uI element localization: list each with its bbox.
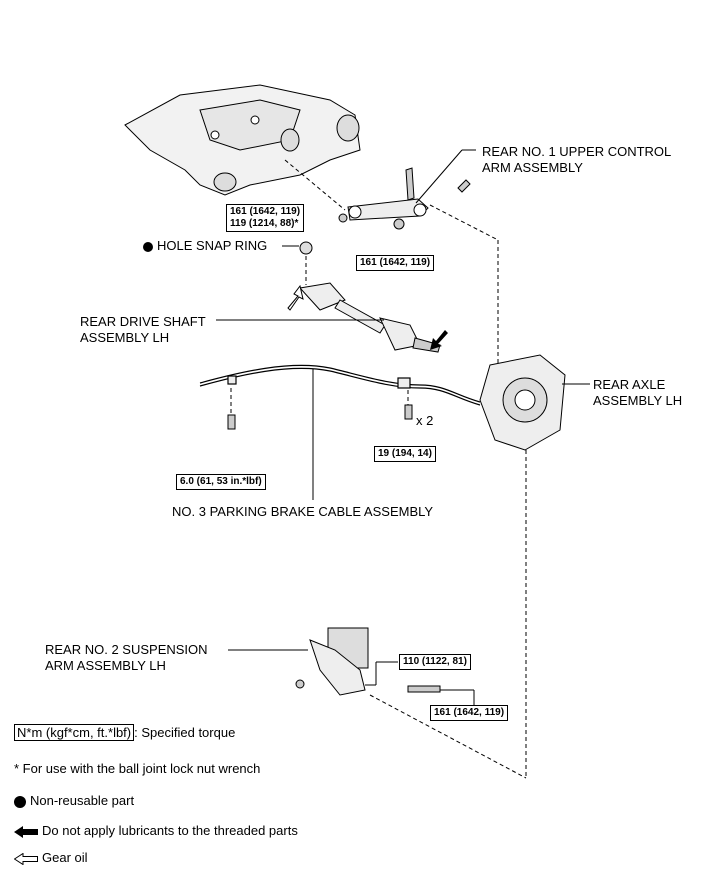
torque-upper-arm-outer: 161 (1642, 119) [356, 255, 435, 271]
legend-no-lubricant: Do not apply lubricants to the threaded … [14, 823, 298, 839]
rear-axle-label: REAR AXLE ASSEMBLY LH [593, 377, 683, 408]
hollow-arrow-icon [14, 852, 38, 865]
legend-asterisk: * For use with the ball joint lock nut w… [14, 761, 261, 776]
legend-gear-oil-text: Gear oil [42, 850, 88, 865]
legend-non-reusable: Non-reusable part [14, 793, 134, 809]
rear-axle-illustration [479, 354, 566, 451]
upper-arm-label: REAR NO. 1 UPPER CONTROL ARM ASSEMBLY [482, 144, 672, 175]
drive-shaft-illustration [299, 282, 441, 353]
rear-subframe-illustration [124, 84, 361, 196]
suspension-arm-illustration [295, 627, 441, 696]
snap-ring-illustration [299, 241, 313, 255]
legend-no-lubricant-text: Do not apply lubricants to the threaded … [42, 823, 298, 838]
dashed-guides [230, 159, 527, 779]
drive-shaft-label: REAR DRIVE SHAFT ASSEMBLY LH [80, 314, 206, 345]
snap-ring-text: HOLE SNAP RING [157, 238, 268, 253]
legend-gear-oil: Gear oil [14, 850, 88, 866]
snap-ring-label: HOLE SNAP RING [143, 238, 267, 254]
legend-torque: N*m (kgf*cm, ft.*lbf): Specified torque [14, 724, 236, 741]
leader-lines [216, 149, 590, 706]
torque-susp-arm-bolt: 161 (1642, 119) [430, 705, 509, 721]
qty-x2-label: x 2 [416, 413, 434, 428]
parking-brake-cable-illustration [199, 364, 481, 406]
legend-torque-unit: N*m (kgf*cm, ft.*lbf) [14, 724, 135, 741]
legend-torque-desc: : Specified torque [134, 725, 236, 740]
torque-cable-clamp: 19 (194, 14) [374, 446, 436, 462]
torque-cable-bolt: 6.0 (61, 53 in.*lbf) [176, 474, 266, 490]
parking-cable-label: NO. 3 PARKING BRAKE CABLE ASSEMBLY [172, 504, 434, 519]
torque-upper-arm-inner: 161 (1642, 119) 119 (1214, 88)* [226, 204, 305, 232]
upper-control-arm-illustration [338, 167, 471, 230]
torque-susp-arm-nut: 110 (1122, 81) [399, 654, 471, 670]
solid-arrow-icon [14, 825, 38, 838]
suspension-arm-label: REAR NO. 2 SUSPENSION ARM ASSEMBLY LH [45, 642, 208, 673]
no-lubricant-arrow-icon [430, 330, 448, 350]
legend-non-reusable-text: Non-reusable part [30, 793, 135, 808]
gear-oil-arrow-icon [287, 284, 304, 311]
bolts-illustration [227, 404, 413, 430]
non-reusable-dot-icon [143, 241, 153, 252]
non-reusable-dot-icon [14, 795, 26, 808]
